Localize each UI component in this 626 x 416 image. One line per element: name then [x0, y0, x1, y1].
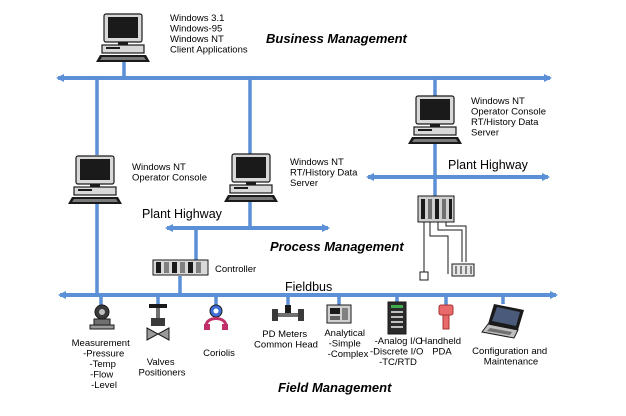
history-server-mid-label: Windows NT RT/History Data Server: [290, 157, 360, 189]
history-server-workstation-icon: [224, 153, 278, 202]
operator-console-left-label: Windows NT Operator Console: [132, 162, 207, 184]
handheld-label: Handheld PDA: [420, 336, 463, 358]
operator-console-left-workstation-icon: [68, 155, 122, 204]
analytical-label: Analytical -Simple -Complex: [324, 328, 368, 360]
process-management-label: Process Management: [270, 239, 404, 254]
laptop-icon: [481, 304, 524, 339]
operator-console-workstation-icon: [408, 95, 462, 144]
valve-positioner-icon: [146, 304, 170, 341]
handheld-pda-icon: [438, 304, 454, 330]
controller-label: Controller: [215, 264, 256, 275]
client-workstation-icon: [96, 13, 150, 62]
client-workstation-label: Windows 3.1 Windows-95 Windows NT Client…: [170, 13, 248, 56]
configuration-label: Configuration and Maintenance: [472, 346, 550, 368]
network-connectors: [95, 62, 505, 306]
valves-label: Valves Positioners: [139, 357, 186, 379]
controller-icon: [152, 259, 209, 276]
analyzer-icon: [326, 304, 352, 324]
coriolis-label: Coriolis: [203, 348, 235, 359]
operator-console-top-label: Windows NT Operator Console RT/History D…: [471, 96, 549, 139]
io-module-icon: [387, 301, 407, 335]
pd-meter-icon: [272, 305, 304, 321]
field-management-label: Field Management: [278, 380, 392, 395]
measurement-label: Measurement -Pressure -Temp -Flow -Level: [72, 338, 133, 391]
coriolis-meter-icon: [204, 304, 228, 330]
pd-meters-label: PD Meters Common Head: [254, 329, 318, 351]
plant-highway-left-label: Plant Highway: [142, 207, 223, 221]
business-management-label: Business Management: [266, 31, 408, 46]
io-label: -Analog I/O -Discrete I/O -TC/RTD: [370, 336, 426, 368]
fieldbus-label: Fieldbus: [285, 280, 332, 294]
io-rack-icon: [417, 195, 475, 281]
pressure-transmitter-icon: [89, 304, 115, 330]
plant-highway-right-label: Plant Highway: [448, 158, 529, 172]
